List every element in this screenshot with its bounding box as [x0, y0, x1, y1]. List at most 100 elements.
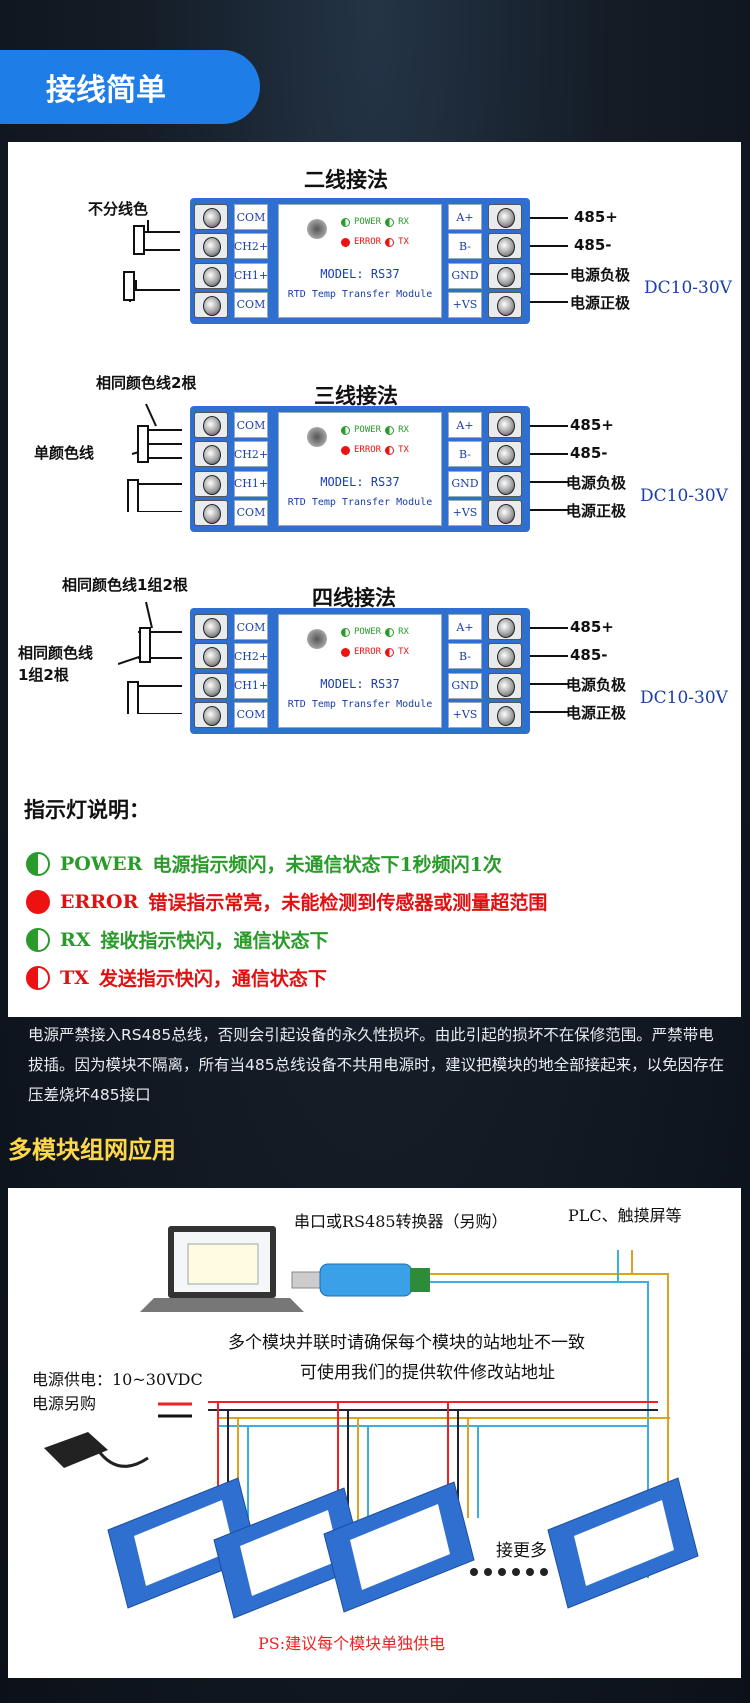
term-a: A+: [448, 412, 482, 438]
plc-label: PLC、触摸屏等: [568, 1206, 682, 1225]
terminal-screw: [488, 412, 522, 438]
power-supply-label: 电源供电：10~30VDC: [32, 1370, 203, 1389]
label-group-2: 1组2根: [18, 666, 69, 684]
label-power-pos: 电源正极: [566, 502, 627, 520]
laptop-icon: [140, 1226, 304, 1312]
model-label: MODEL: RS37: [320, 475, 400, 489]
led-error-label: ERROR: [354, 237, 382, 247]
module-subtitle: RTD Temp Transfer Module: [287, 497, 433, 508]
legend-tx-name: TX: [60, 966, 89, 989]
legend-power-text: 电源指示频闪，未通信状态下1秒频闪1次: [152, 854, 502, 876]
legend-error-text: 错误指示常亮，未能检测到传感器或测量超范围: [148, 892, 548, 914]
led-power-label: POWER: [354, 217, 382, 227]
reset-button-icon: [307, 629, 327, 649]
error-led-icon: [341, 647, 350, 657]
network-diagram: [44, 1226, 699, 1619]
led-power-label: POWER: [354, 627, 382, 637]
converter-label: 串口或RS485转换器（另购）: [294, 1212, 508, 1231]
module-unit-4: [547, 1477, 699, 1609]
led-error-label: ERROR: [354, 647, 382, 657]
label-power-neg: 电源负极: [566, 474, 627, 492]
terminal-screw: [194, 499, 228, 526]
label-same-color: 相同颜色线: [18, 644, 94, 662]
label-power-pos: 电源正极: [566, 704, 627, 722]
terminal-screw: [194, 262, 228, 289]
label-485n: 485-: [570, 646, 608, 664]
term-gnd: GND: [448, 470, 482, 497]
rx-led-icon: [385, 217, 395, 227]
terminal-screw: [488, 701, 522, 728]
term-com: COM: [234, 291, 268, 318]
label-485p: 485+: [570, 618, 614, 636]
error-led-icon: [341, 445, 350, 455]
method-title-2wire: 二线接法: [304, 168, 388, 192]
term-com: COM: [234, 614, 268, 640]
error-led-icon: [26, 889, 50, 914]
method-title-4wire: 四线接法: [312, 586, 396, 610]
rx-led-icon: [385, 627, 395, 637]
terminal-screw: [194, 672, 228, 699]
legend-rx-text: 接收指示快闪，通信状态下: [100, 930, 329, 952]
wire-diagram-2wire: [123, 220, 180, 302]
power-adapter-icon: [44, 1432, 149, 1468]
terminal-screw: [194, 204, 228, 230]
legend-tx: TX 发送指示快闪，通信状态下: [26, 964, 327, 991]
terminal-screw: [488, 262, 522, 289]
terminal-screw: [488, 204, 522, 230]
indicator-heading: 指示灯说明：: [24, 798, 150, 822]
connect-more-label: 接更多: [496, 1541, 547, 1561]
term-ch2: CH2+: [234, 233, 268, 260]
term-gnd: GND: [448, 672, 482, 699]
legend-power-name: POWER: [60, 852, 143, 875]
terminal-screw: [194, 412, 228, 438]
wire-lines-right: [530, 217, 568, 303]
module-unit-3: [323, 1481, 475, 1613]
dc-voltage-label: DC10-30V: [640, 486, 728, 506]
module-subtitle: RTD Temp Transfer Module: [287, 699, 433, 710]
led-rx-label: RX: [398, 217, 409, 227]
section-title-network: 多模块组网应用: [8, 1136, 176, 1164]
terminal-screw: [194, 470, 228, 497]
terminal-screw: [194, 643, 228, 670]
label-power-neg: 电源负极: [566, 676, 627, 694]
terminal-screw: [194, 233, 228, 260]
terminal-screw: [488, 499, 522, 526]
rx-led-icon: [26, 927, 50, 952]
label-power-neg: 电源负极: [570, 266, 631, 284]
legend-rx: RX 接收指示快闪，通信状态下: [26, 926, 329, 953]
term-b: B-: [448, 643, 482, 670]
network-note-2: 可使用我们的提供软件修改站地址: [300, 1363, 555, 1383]
term-vs: +VS: [448, 291, 482, 318]
led-tx-label: TX: [398, 647, 409, 657]
tx-led-icon: [385, 237, 395, 247]
network-note-1: 多个模块并联时请确保每个模块的站地址不一致: [228, 1333, 585, 1353]
terminal-screw: [194, 614, 228, 640]
led-error-label: ERROR: [354, 445, 382, 455]
wire-diagram-3wire: [127, 403, 182, 512]
error-led-icon: [341, 237, 350, 247]
dc-voltage-label: DC10-30V: [640, 688, 728, 708]
warning-text: 电源严禁接入RS485总线，否则会引起设备的永久性损坏。由此引起的损坏不在保修范…: [28, 1026, 725, 1104]
term-com: COM: [234, 412, 268, 438]
reset-button-icon: [307, 219, 327, 239]
term-vs: +VS: [448, 499, 482, 526]
term-a: A+: [448, 204, 482, 230]
power-purchase-label: 电源另购: [32, 1394, 97, 1413]
led-power-label: POWER: [354, 425, 382, 435]
legend-rx-name: RX: [60, 928, 91, 951]
module-subtitle: RTD Temp Transfer Module: [287, 289, 433, 300]
label-same-color-group: 相同颜色线1组2根: [62, 576, 188, 594]
reset-button-icon: [307, 427, 327, 447]
terminal-screw: [194, 441, 228, 468]
dc-voltage-label: DC10-30V: [644, 278, 732, 298]
label-485n: 485-: [570, 444, 608, 462]
term-gnd: GND: [448, 262, 482, 289]
term-ch2: CH2+: [234, 441, 268, 468]
terminal-screw: [488, 441, 522, 468]
power-led-icon: [26, 851, 50, 876]
terminal-screw: [488, 614, 522, 640]
power-led-icon: [341, 627, 350, 637]
section-title-wiring: 接线简单: [0, 50, 260, 124]
